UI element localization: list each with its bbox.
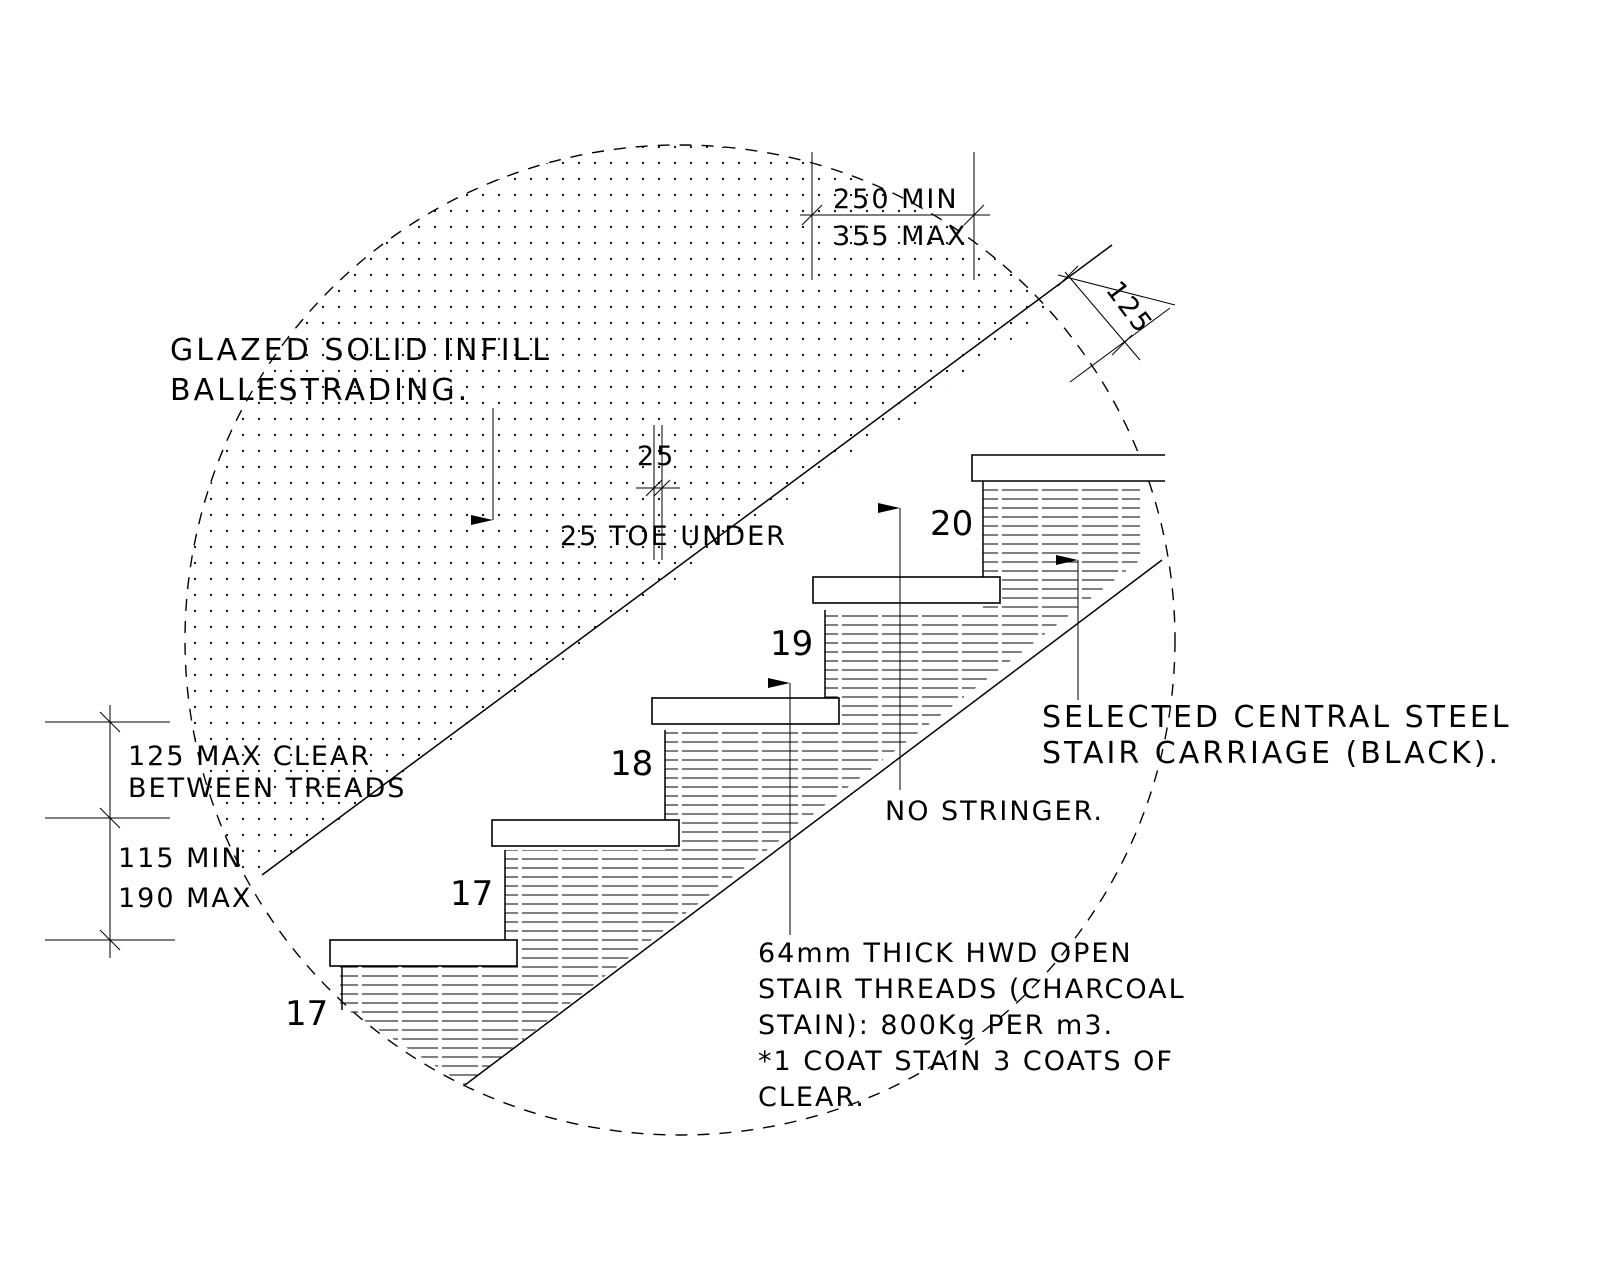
carriage-note-line: STAIR CARRIAGE (BLACK). [1042, 736, 1501, 771]
clear-label: 125 MAX CLEAR [128, 741, 371, 772]
riser-max-label: 190 MAX [118, 883, 252, 914]
riser-dimension: 125 MAX CLEAR BETWEEN TREADS 115 MIN 190… [45, 705, 406, 958]
clear-label: BETWEEN TREADS [128, 773, 406, 804]
step-number: 20 [930, 504, 973, 544]
detail-circle [184, 144, 1176, 1136]
tread [491, 819, 680, 847]
handrail-line [261, 244, 1113, 876]
risers [341, 475, 984, 1010]
riser-min-label: 115 MIN [118, 843, 244, 874]
tread-landing [971, 454, 1165, 482]
treads-note-line: 64mm THICK HWD OPEN [758, 938, 1133, 969]
infill-note-line: BALLESTRADING. [170, 373, 470, 408]
carriage-note-line: SELECTED CENTRAL STEEL [1042, 700, 1512, 735]
tread [812, 576, 1001, 604]
carriage-bottom-line [464, 559, 1163, 1086]
treads-note-line: STAIR THREADS (CHARCOAL [758, 974, 1186, 1005]
infill-note-line: GLAZED SOLID INFILL [170, 333, 552, 368]
step-number: 18 [610, 744, 653, 784]
step-number: 17 [450, 874, 493, 914]
carriage-note: SELECTED CENTRAL STEEL STAIR CARRIAGE (B… [1042, 555, 1512, 771]
step-numbers: 17 17 18 19 20 [285, 504, 973, 1034]
infill-note: GLAZED SOLID INFILL BALLESTRADING. [170, 333, 552, 525]
treads-note-line: CLEAR. [758, 1082, 866, 1113]
treads-note: 64mm THICK HWD OPEN STAIR THREADS (CHARC… [758, 678, 1186, 1113]
treads-note-line: STAIN): 800Kg PER m3. [758, 1010, 1114, 1041]
toe-note: 25 TOE UNDER [560, 521, 787, 552]
going-dimension: 250 MIN 355 MAX [800, 152, 990, 280]
going-min-label: 250 MIN [833, 184, 959, 215]
step-number: 17 [285, 994, 328, 1034]
tread [651, 697, 840, 725]
going-max-label: 355 MAX [833, 221, 967, 252]
stringer-note: NO STRINGER. [878, 503, 1104, 827]
treads [329, 454, 1165, 967]
toe-dimension: 25 25 TOE UNDER [560, 425, 787, 560]
toe-dim-label: 25 [637, 441, 675, 472]
tread [329, 939, 518, 967]
stringer-note-text: NO STRINGER. [885, 796, 1104, 827]
treads-note-line: *1 COAT STAIN 3 COATS OF [758, 1046, 1174, 1077]
rail-depth-label: 125 [1099, 276, 1158, 341]
step-number: 19 [770, 624, 813, 664]
stair-carriage-hatch [340, 475, 1140, 1085]
rail-depth-dimension: 125 [1057, 265, 1176, 383]
